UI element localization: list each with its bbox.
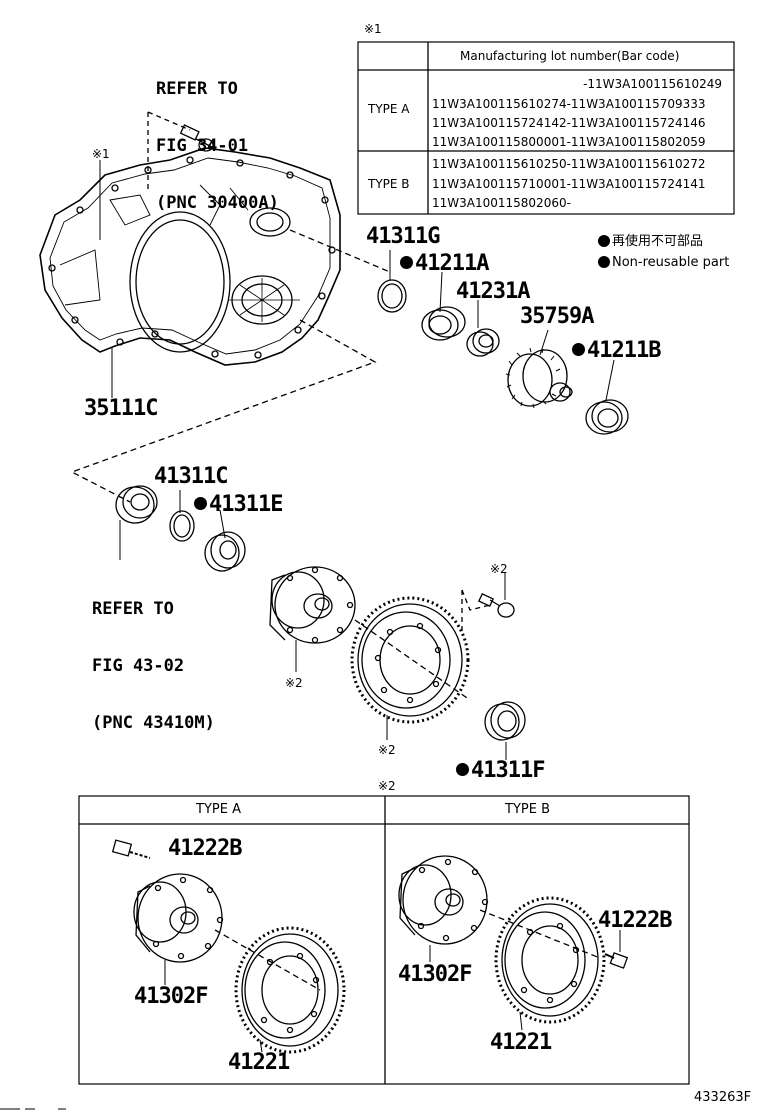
part-label-non-reusable[interactable]: 41311F — [456, 758, 545, 783]
lot-range: 11W3A100115610274-11W3A100115709333 — [432, 97, 706, 111]
note-mark-2-box: ※2 — [378, 779, 396, 793]
reference-mid-line: (PNC 43410M) — [92, 713, 215, 733]
lot-range: -11W3A100115610249 — [583, 77, 722, 91]
figure-id: 433263F — [694, 1090, 752, 1105]
note-mark-2-case: ※2 — [285, 676, 303, 690]
type-b-illustration — [398, 855, 629, 1031]
reference-mid: REFER TO FIG 43-02 (PNC 43410M) — [92, 562, 215, 752]
part-label[interactable]: 41311G — [366, 224, 440, 249]
non-reusable-dot-icon — [598, 234, 610, 247]
type-a-illustration — [111, 839, 346, 1054]
part-label-non-reusable[interactable]: 41311E — [194, 492, 283, 517]
part-number: 41311E — [209, 492, 283, 517]
table-type-a: TYPE A — [368, 102, 410, 116]
table-type-b: TYPE B — [368, 177, 410, 191]
bottom-type-a-header: TYPE A — [196, 802, 241, 817]
table-type-a-lots: -11W3A100115610249 — [432, 74, 722, 94]
part-label[interactable]: 41221 — [228, 1050, 290, 1075]
lot-range: 11W3A100115724142-11W3A100115724146 — [432, 116, 706, 130]
part-label[interactable]: 41221 — [490, 1030, 552, 1055]
reference-top-line: REFER TO — [156, 79, 238, 99]
part-number: 41311F — [471, 758, 545, 783]
part-label[interactable]: 41222B — [598, 908, 672, 933]
note-mark-1-case: ※1 — [92, 147, 110, 161]
part-label[interactable]: 41311C — [154, 464, 228, 489]
lot-range: 11W3A100115800001-11W3A100115802059 — [432, 135, 706, 149]
note-mark-2-bolt: ※2 — [490, 562, 508, 576]
part-label[interactable]: 41302F — [398, 962, 472, 987]
table-header: Manufacturing lot number(Bar code) — [460, 49, 680, 63]
bottom-type-b-header: TYPE B — [505, 802, 550, 817]
non-reusable-dot-icon — [194, 496, 207, 510]
non-reusable-dot-icon — [572, 342, 585, 356]
lot-range: 11W3A100115802060- — [432, 196, 571, 210]
ring-gear-illustration — [350, 596, 470, 724]
reference-mid-line: REFER TO — [92, 599, 174, 619]
part-number: 41211A — [415, 251, 489, 276]
part-label[interactable]: 35759A — [520, 304, 594, 329]
non-reusable-dot-icon — [598, 255, 610, 268]
non-reusable-dot-icon — [456, 762, 469, 776]
part-label-non-reusable[interactable]: 41211A — [400, 251, 489, 276]
note-mark-1-table: ※1 — [364, 22, 382, 36]
part-label[interactable]: 41231A — [456, 279, 530, 304]
gear-35759A-illustration — [505, 347, 573, 409]
part-label[interactable]: 35111C — [84, 396, 158, 421]
part-label-non-reusable[interactable]: 41211B — [572, 338, 661, 363]
case-bolt-illustration — [179, 124, 214, 152]
non-reusable-dot-icon — [400, 255, 413, 269]
lot-range: 11W3A100115610250-11W3A100115610272 — [432, 157, 706, 171]
legend-en-text: Non-reusable part — [612, 255, 730, 270]
legend-en: Non-reusable part — [598, 255, 730, 270]
note-mark-2-gear: ※2 — [378, 743, 396, 757]
reference-top-line: (PNC 30400A) — [156, 193, 279, 213]
reference-mid-line: FIG 43-02 — [92, 656, 185, 676]
part-label[interactable]: 41222B — [168, 836, 242, 861]
reference-top-line: FIG 34-01 — [156, 136, 249, 156]
part-label[interactable]: 41302F — [134, 984, 208, 1009]
part-number: 41211B — [587, 338, 661, 363]
diff-case-illustration — [269, 566, 356, 644]
lot-range: 11W3A100115710001-11W3A100115724141 — [432, 177, 706, 191]
legend-jp-text: 再使用不可部品 — [612, 234, 704, 249]
reference-top: REFER TO FIG 34-01 (PNC 30400A) — [156, 42, 279, 232]
transaxle-case-illustration — [39, 147, 341, 366]
legend-jp: 再使用不可部品 — [598, 234, 704, 249]
